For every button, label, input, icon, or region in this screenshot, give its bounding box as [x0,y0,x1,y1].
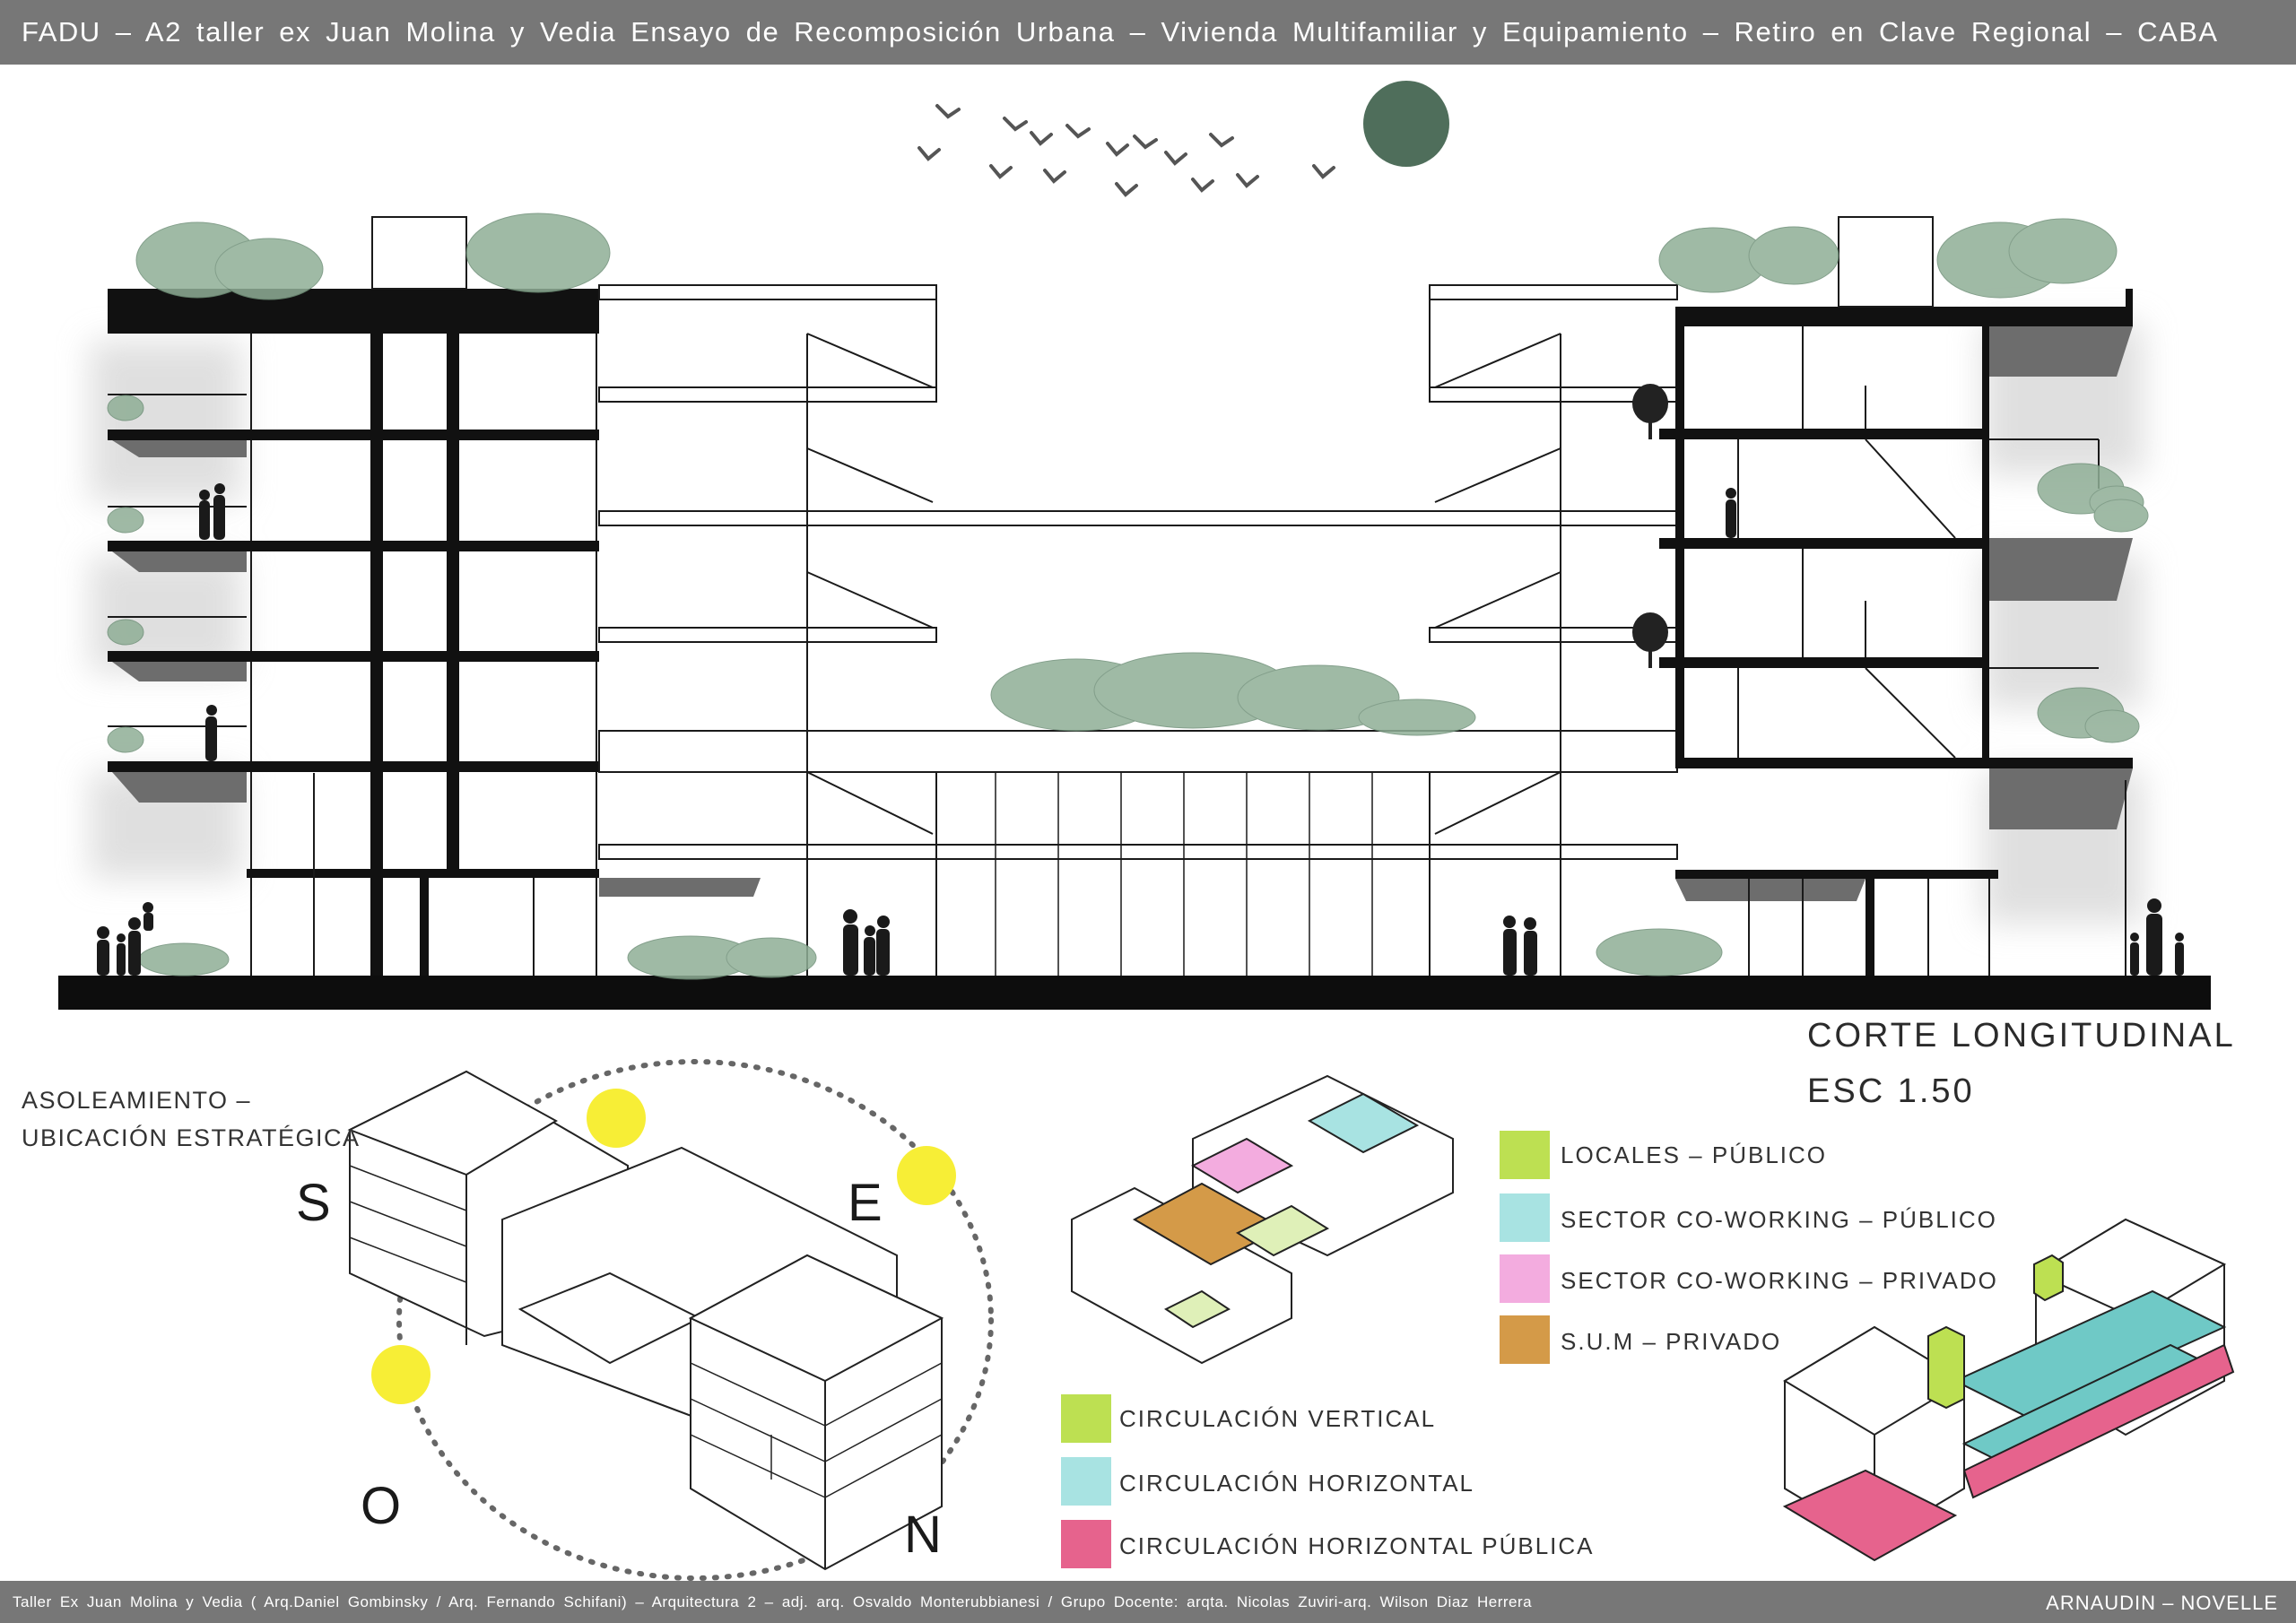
footer-authors: ARNAUDIN – NOVELLE [2046,1592,2278,1614]
legend-label: CIRCULACIÓN HORIZONTAL PÚBLICA [1119,1532,1595,1559]
cardinal-east: E [848,1174,883,1232]
sun-study-axonometric [347,1059,994,1581]
sun-marker [897,1146,956,1205]
section-title: CORTE LONGITUDINAL [1807,1017,2236,1055]
cardinal-south: S [296,1174,331,1232]
legend-label: SECTOR CO-WORKING – PRIVADO [1561,1267,1998,1294]
legend-label: SECTOR CO-WORKING – PÚBLICO [1561,1206,1997,1233]
birds [918,104,1335,197]
section-scale: ESC 1.50 [1807,1072,1975,1110]
dark-trees [1632,384,1668,668]
legend-swatch [1500,1131,1550,1179]
circulation-axonometric [1782,1218,2235,1562]
legend-swatch [1500,1315,1550,1364]
sun-study-title-1: ASOLEAMIENTO – [22,1087,252,1114]
sun-positions [371,1089,956,1404]
sun-marker [371,1345,430,1404]
legend-label: CIRCULACIÓN HORIZONTAL [1119,1470,1474,1497]
people [97,483,2184,976]
cardinal-west: O [361,1477,402,1535]
longitudinal-section [58,216,2211,1010]
footer-bar: Taller Ex Juan Molina y Vedia ( Arq.Dani… [0,1581,2296,1623]
sun-study-title-2: UBICACIÓN ESTRATÉGICA [22,1124,361,1151]
legend-swatch [1500,1193,1550,1242]
sheet-title: FADU – A2 taller ex Juan Molina y Vedia … [22,16,2219,48]
legend-label: S.U.M – PRIVADO [1561,1328,1782,1355]
vegetation [107,213,2149,980]
legend-swatch [1061,1394,1111,1443]
title-bar: FADU – A2 taller ex Juan Molina y Vedia … [0,0,2296,65]
moon-circle [1363,81,1449,167]
legend-label: LOCALES – PÚBLICO [1561,1141,1827,1168]
legend-swatch [1061,1457,1111,1506]
footer-credits: Taller Ex Juan Molina y Vedia ( Arq.Dani… [13,1593,1533,1610]
cardinal-north: N [904,1506,942,1564]
legend-swatch [1061,1520,1111,1568]
legend-label: CIRCULACIÓN VERTICAL [1119,1405,1437,1432]
sun-marker [587,1089,646,1148]
legend-swatch [1500,1254,1550,1303]
program-axonometric [1071,1074,1454,1365]
